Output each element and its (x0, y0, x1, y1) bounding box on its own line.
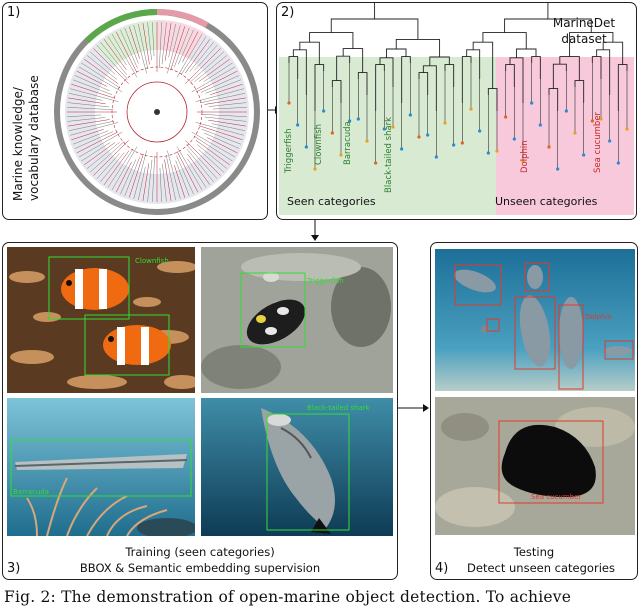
panel-3-number: 3) (7, 561, 21, 576)
circular-phylogenetic-tree (47, 7, 265, 217)
panel-1-label: Marine knowledge/ vocabulary database (5, 33, 47, 203)
unseen-categories-label: Unseen categories (495, 195, 598, 208)
panel-marinedet-dataset: 2) MarineDet dataset Triggerfish Clownfi… (276, 2, 637, 220)
photo-sea-cucumber: Sea cucumber (435, 397, 635, 535)
panel-training: Clownfish Triggerfish (2, 242, 398, 580)
testing-caption-line2: Detect unseen categories (467, 561, 615, 575)
box-label-clownfish: Clownfish (135, 257, 169, 265)
dendrogram: Triggerfish Clownfish Barracuda Black-ta… (284, 3, 629, 193)
species-dolphin: Dolphin (520, 140, 530, 173)
species-black-tailed-shark: Black-tailed shark (384, 117, 394, 193)
box-label-barracuda: Barracuda (13, 488, 49, 496)
photo-clownfish: Clownfish (7, 247, 195, 393)
box-label-shark: Black-tailed shark (307, 404, 371, 412)
species-clownfish: Clownfish (314, 124, 324, 165)
panel-1-label-line1: Marine knowledge/ (11, 86, 25, 201)
box-label-dolphin: Dolphin (585, 313, 612, 321)
testing-caption: Testing Detect unseen categories (431, 544, 637, 576)
arrow-3-to-4 (398, 404, 429, 412)
photo-barracuda: Barracuda (7, 398, 195, 536)
dataset-title: MarineDet dataset (539, 15, 629, 47)
figure-caption: Fig. 2: The demonstration of open-marine… (4, 588, 572, 606)
panel-2-number: 2) (281, 5, 295, 20)
box-label-sea-cucumber: Sea cucumber (531, 493, 581, 501)
unseen-region (496, 57, 634, 215)
panel-1-label-line2: vocabulary database (27, 75, 41, 201)
panel-4-number: 4) (435, 561, 449, 576)
dataset-title-line1: MarineDet (552, 16, 616, 30)
species-barracuda: Barracuda (343, 121, 353, 165)
dataset-title-line2: dataset (561, 32, 607, 46)
seen-categories-label: Seen categories (287, 195, 376, 208)
arrow-2-to-3 (311, 220, 319, 241)
species-triggerfish: Triggerfish (284, 129, 294, 174)
box-label-triggerfish: Triggerfish (306, 277, 344, 285)
photo-black-tailed-shark: Black-tailed shark (201, 398, 393, 536)
training-caption-line2: BBOX & Semantic embedding supervision (79, 561, 321, 575)
panel-testing: Dolphin Sea cucumber Testing Detect unse… (430, 242, 638, 580)
panel-1-number: 1) (7, 5, 21, 20)
testing-caption-line1: Testing (513, 545, 555, 559)
species-sea-cucumber: Sea cucumber (593, 111, 603, 173)
training-caption-line1: Training (seen categories) (125, 545, 275, 559)
training-caption: Training (seen categories) BBOX & Semant… (3, 544, 397, 576)
photo-dolphins: Dolphin (435, 249, 635, 391)
photo-triggerfish: Triggerfish (201, 247, 393, 393)
panel-knowledge-database: 1) Marine knowledge/ vocabulary database (2, 2, 268, 220)
